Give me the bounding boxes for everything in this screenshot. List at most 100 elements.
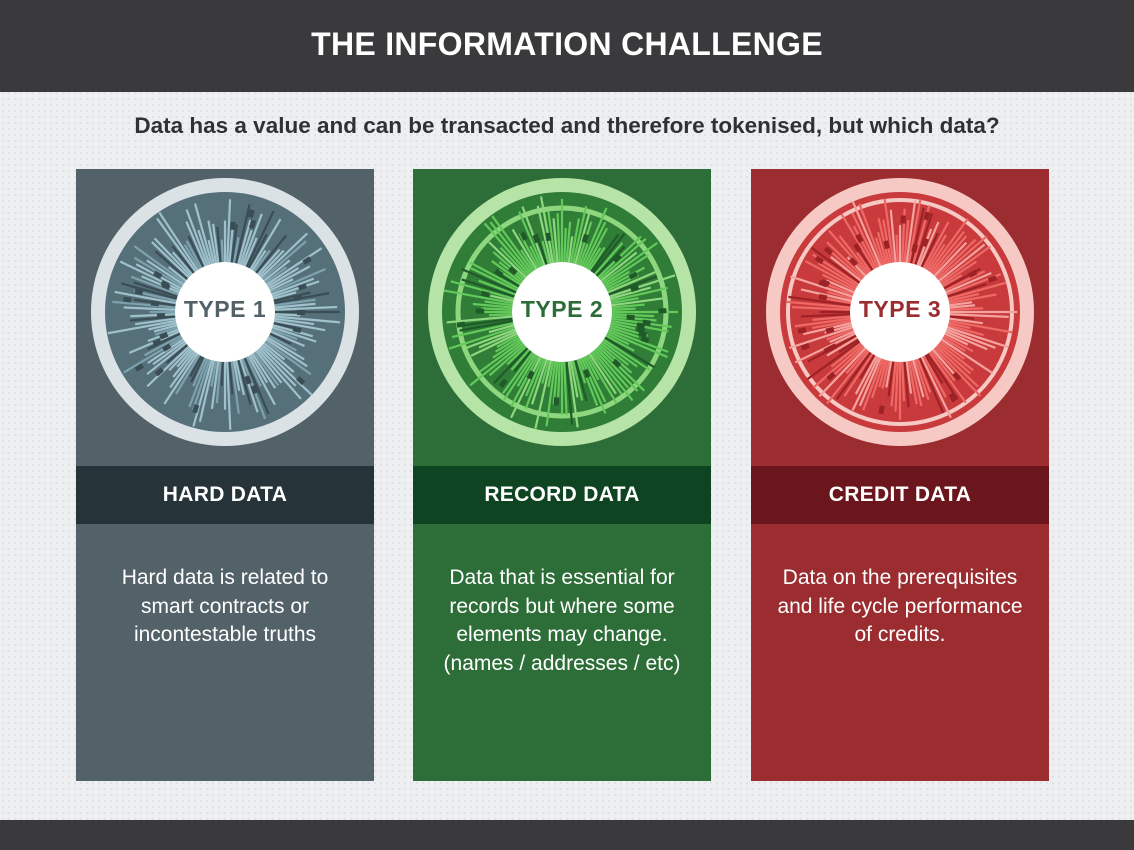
header-bar: THE INFORMATION CHALLENGE <box>0 0 1134 92</box>
ring-bar <box>191 359 211 411</box>
ring-bar <box>263 342 286 361</box>
ring-bar <box>565 221 572 263</box>
ring-bar <box>609 286 651 300</box>
ring-segment <box>230 221 236 230</box>
ring-segment <box>456 321 466 328</box>
ring-segment <box>553 397 560 406</box>
ring-bar <box>828 229 868 276</box>
type-label: TYPE 3 <box>858 296 942 322</box>
ring-bar <box>470 267 518 292</box>
ring-bar <box>153 324 178 333</box>
ring-bar <box>448 326 515 350</box>
ring-bar <box>249 218 282 270</box>
ring-bar <box>572 360 584 401</box>
panel-description: Hard data is related to smart contracts … <box>121 566 329 647</box>
ring-bar <box>924 354 944 384</box>
ring-bar <box>492 338 521 359</box>
ring-bar <box>260 232 308 279</box>
ring-bar <box>838 235 870 274</box>
ring-bar <box>264 266 288 284</box>
ring-segment <box>134 363 144 372</box>
ring-bar <box>580 207 608 267</box>
ring-bar <box>826 283 854 296</box>
ring-bar <box>600 342 630 366</box>
ring-segment <box>638 330 648 338</box>
dark-segments <box>797 211 998 415</box>
panel-hard-data: TYPE 1 HARD DATA Hard data is related to… <box>76 169 374 781</box>
ring-bar <box>786 300 851 309</box>
ring-segment <box>545 232 552 242</box>
ring-bar <box>147 332 181 351</box>
ring-bar <box>130 313 176 318</box>
ring-bar <box>592 350 634 402</box>
ring-bar <box>272 280 320 298</box>
ring-bar <box>936 344 972 375</box>
ring-bar <box>603 254 650 286</box>
ring-bar <box>885 361 893 388</box>
ring-bar <box>832 345 865 377</box>
ring-bar <box>939 245 991 284</box>
ring-bar <box>220 361 224 386</box>
ring-bar <box>858 357 882 407</box>
ring-bar <box>268 265 311 290</box>
ring-bar <box>488 313 513 317</box>
subtitle: Data has a value and can be transacted a… <box>134 113 1000 138</box>
radial-bars <box>443 196 678 429</box>
ring-segment <box>494 268 504 278</box>
ring-bar <box>232 361 241 391</box>
ring-bar <box>903 361 910 408</box>
ring-bar <box>608 275 658 296</box>
ring-bar <box>469 261 519 290</box>
ring-bar <box>935 238 977 279</box>
ring-bar <box>185 240 203 269</box>
ring-bar <box>269 332 292 345</box>
ring-bar <box>610 286 668 302</box>
ring-bar <box>943 334 974 353</box>
ring-bar <box>261 240 307 280</box>
ring-bar <box>922 221 950 269</box>
panel-heading: HARD DATA <box>76 466 374 524</box>
ring-bar <box>924 234 948 270</box>
ring-bar <box>812 315 851 321</box>
ring-bar <box>563 227 567 263</box>
ring-bar <box>611 317 672 328</box>
ring-bar <box>490 294 514 302</box>
ring-bar <box>601 340 638 368</box>
ring-bar <box>557 361 561 399</box>
ring-bar <box>790 275 853 298</box>
ring-bar <box>605 266 646 290</box>
ring-bar <box>506 345 527 366</box>
data-ring-svg <box>91 178 359 446</box>
ring-bar <box>547 361 555 388</box>
ring-bar <box>144 334 182 357</box>
type-label: TYPE 2 <box>520 296 604 322</box>
ring-bar <box>949 317 983 325</box>
ring-bar <box>243 357 270 415</box>
ring-bar <box>945 271 992 294</box>
ring-bar <box>492 251 526 280</box>
ring-bar <box>948 322 971 330</box>
ring-bar <box>806 340 861 381</box>
ring-bar <box>469 342 524 387</box>
ring-segment <box>853 242 862 253</box>
ring-bar <box>607 269 659 294</box>
ring-bar <box>230 224 238 263</box>
ring-bar <box>241 213 263 266</box>
ring-bar <box>851 356 880 411</box>
ring-bar <box>274 319 326 332</box>
ring-bar <box>269 278 294 292</box>
ring-bar <box>947 282 987 298</box>
ring-bar <box>245 356 262 387</box>
ring-segment <box>630 284 640 293</box>
ring-bar <box>525 357 544 397</box>
ring-bar <box>903 220 910 263</box>
ring-bar <box>491 260 523 284</box>
ring-bar <box>576 221 593 265</box>
ring-bar <box>502 351 534 394</box>
ring-bar <box>932 235 968 276</box>
ring-segment <box>498 378 508 388</box>
ring-segment <box>825 326 835 334</box>
ring-bar <box>539 196 555 263</box>
ring-bar <box>883 198 895 263</box>
ring-bar <box>933 347 982 397</box>
